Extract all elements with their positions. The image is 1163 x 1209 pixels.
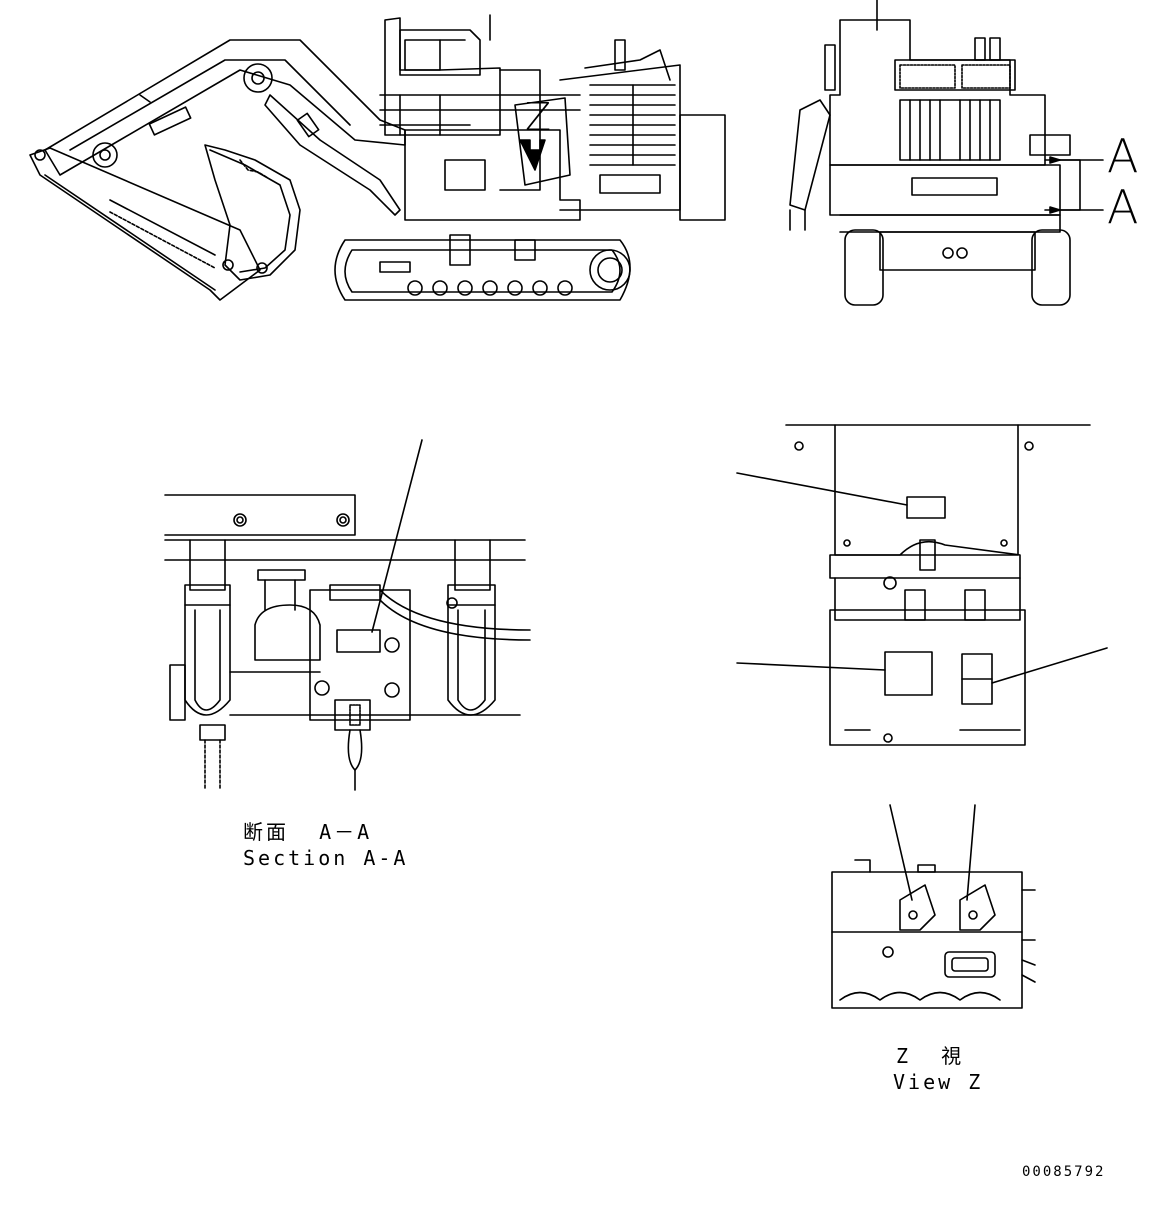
section-marker-a-top: A <box>1107 129 1139 183</box>
label-plate <box>337 630 380 652</box>
view-caption-en: View Z <box>893 1070 984 1094</box>
label-plate-left <box>885 652 932 695</box>
section-caption-ja: 断面 A－A <box>243 820 373 844</box>
view-z-drawing <box>832 805 1035 1008</box>
section-marker-a-bottom: A <box>1107 180 1139 234</box>
label-plate-upper <box>907 497 945 518</box>
section-a-a-drawing <box>165 440 530 790</box>
excavator-front-view <box>790 0 1103 305</box>
view-z-arrow-label: Z <box>525 95 552 139</box>
document-number: 00085792 <box>1022 1164 1106 1180</box>
panel-top-view <box>737 425 1107 745</box>
view-caption-ja: Z 視 <box>896 1044 965 1068</box>
section-caption-en: Section A-A <box>243 846 409 870</box>
excavator-side-view <box>30 15 725 300</box>
